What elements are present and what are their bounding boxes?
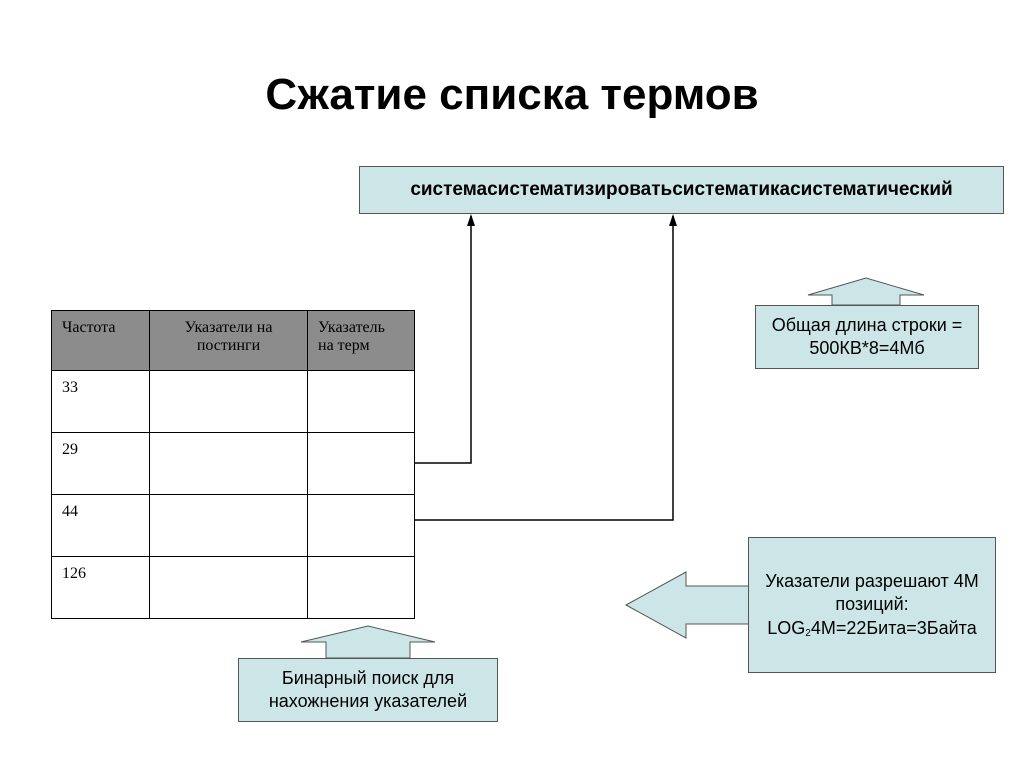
term-pointer-cell: [307, 494, 415, 557]
binary-search-text: Бинарный поиск для нахожнения указателей: [268, 667, 468, 711]
table-row: 126: [51, 556, 415, 619]
term-string-box: системасистематизироватьсистематикасисте…: [359, 166, 1004, 214]
term-pointer-cell: [307, 370, 415, 433]
term-pointer-cell: [307, 556, 415, 619]
pointers-box: Указатели разрешают 4М позиций: LOG24M=2…: [748, 537, 996, 673]
binary-search-up-arrow: [300, 625, 436, 659]
pointers-line1: Указатели разрешают 4М позиций:: [765, 570, 979, 615]
pointers-left-arrow: [624, 571, 748, 639]
pointers-text: Указатели разрешают 4М позиций: LOG24M=2…: [749, 570, 995, 640]
connector-row2-arrowhead: [467, 214, 475, 226]
postings-pointer-cell: [149, 556, 308, 619]
total-length-text: Общая длина строки = 500КВ*8=4Мб: [771, 314, 963, 358]
connector-row3-arrowhead: [669, 214, 677, 226]
term-string-text: системасистематизироватьсистематикасисте…: [410, 178, 953, 200]
slide-title: Сжатие списка термов: [265, 70, 759, 119]
frequency-cell: 33: [51, 370, 150, 433]
header-term-pointer: Указатель на терм: [307, 310, 415, 371]
postings-pointer-cell: [149, 370, 308, 433]
frequency-cell: 44: [51, 494, 150, 557]
postings-pointer-cell: [149, 432, 308, 495]
table-row: 29: [51, 432, 415, 495]
header-postings-pointers: Указатели на постинги: [149, 310, 308, 371]
frequency-cell: 126: [51, 556, 150, 619]
table-row: 44: [51, 494, 415, 557]
table-row: 33: [51, 370, 415, 433]
term-pointer-cell: [307, 432, 415, 495]
frequency-cell: 29: [51, 432, 150, 495]
term-table: Частота Указатели на постинги Указатель …: [51, 310, 415, 619]
header-frequency: Частота: [51, 310, 150, 371]
pointers-line2: LOG24M=22Бита=3Байта: [767, 617, 977, 639]
total-length-up-arrow: [807, 277, 925, 306]
total-length-box: Общая длина строки = 500КВ*8=4Мб: [755, 305, 979, 369]
postings-pointer-cell: [149, 494, 308, 557]
table-header-row: Частота Указатели на постинги Указатель …: [51, 310, 415, 371]
binary-search-box: Бинарный поиск для нахожнения указателей: [238, 658, 498, 722]
connector-row3-arrow: [415, 216, 674, 521]
connector-row2-arrow: [415, 216, 472, 464]
